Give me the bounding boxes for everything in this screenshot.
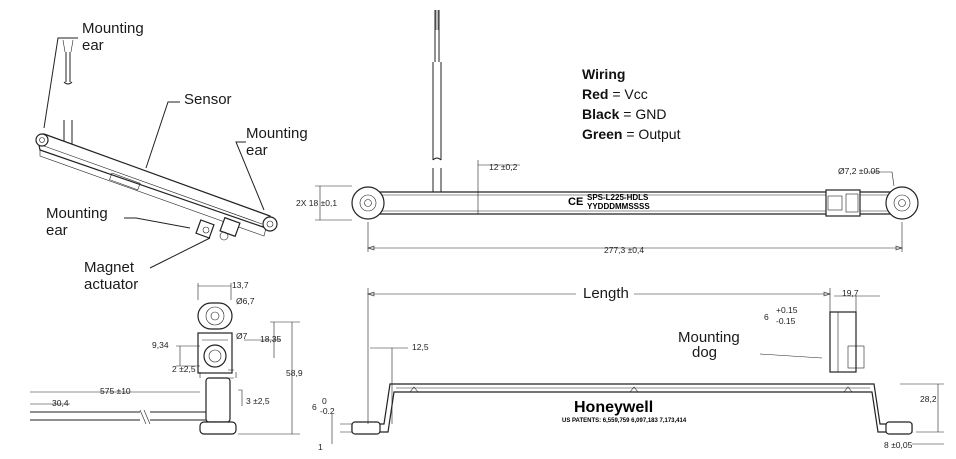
dim-dog-offset-lower: -0.15 [776,316,796,326]
dim-hole-dia-right: Ø7,2 ±0.05 [838,166,880,176]
magnet-detail [30,283,300,435]
dim-magnet-total: 58,9 [286,368,303,378]
label-length: Length [583,285,629,302]
brand-logo-text: Honeywell [574,399,653,416]
dim-overall-length: 277,3 ±0,4 [604,245,644,255]
isometric-sensor [35,39,278,241]
wiring-row: Red = Vcc [582,86,648,102]
label-mounting-dog-2: dog [692,344,717,361]
dim-dog-width: 19,7 [842,288,859,298]
label-mounting-ear-left-2: ear [46,222,68,239]
label-mounting-ear-right-1: Mounting [246,125,308,142]
dim-left-inset: 12,5 [412,342,429,352]
dim-dog-offset-upper: +0.15 [776,305,798,315]
label-mounting-ear-right-2: ear [246,142,268,159]
dim-cable-height: 12 ±0,2 [489,162,518,172]
front-view-sensor: CE SPS-L225-HDLS YYDDDMMSSSS [351,10,919,220]
label-magnet-actuator-1: Magnet [84,259,135,276]
dim-foot-height: 8 ±0,05 [884,440,913,450]
dim-magnet-base: 3 ±2,5 [246,396,270,406]
label-mounting-ear-top-2: ear [82,37,104,54]
callout-lines [43,37,265,269]
wiring-title: Wiring [582,66,626,82]
dim-magnet-hole: Ø6,7 [236,296,255,306]
dim-cable-length: 575 ±10 [100,386,131,396]
dim-base-offset-lower: -0.2 [320,406,335,416]
wiring-legend: Wiring Red = Vcc Black = GND Green = Out… [582,64,680,144]
wiring-row: Black = GND [582,106,667,122]
dim-base-offset-upper: 0 [322,396,327,406]
dim-cable-strip: 30,4 [52,398,69,408]
dim-height-pair: 2X 18 ±0,1 [296,198,337,208]
dim-side-height: 28,2 [920,394,937,404]
dim-magnet-width: 13,7 [232,280,249,290]
side-view-sensor [331,288,944,445]
label-mounting-ear-top-1: Mounting [82,20,144,37]
label-mounting-ear-left-1: Mounting [46,205,108,222]
ce-mark: CE [568,196,583,208]
date-code-marking: YYDDDMMSSSS [587,202,650,211]
front-view-dimensions [315,160,903,252]
brand-patents: US PATENTS: 6,559,759 6,097,183 7,173,41… [562,418,687,424]
wiring-row: Green = Output [582,126,681,142]
dim-magnet-offset: 9,34 [152,340,169,350]
dim-magnet-tol: 2 ±2,5 [172,364,196,374]
dim-magnet-center: 18,35 [260,334,282,344]
label-mounting-dog-1: Mounting [678,329,740,346]
dim-dog-offset-nominal: 6 [764,312,769,322]
dim-magnet-dia: Ø7 [236,331,248,341]
label-magnet-actuator-2: actuator [84,276,138,293]
dim-base-thickness: 1 [318,442,323,452]
dim-base-offset-nom: 6 [312,402,317,412]
label-sensor: Sensor [184,91,232,108]
model-marking: SPS-L225-HDLS [587,193,649,202]
